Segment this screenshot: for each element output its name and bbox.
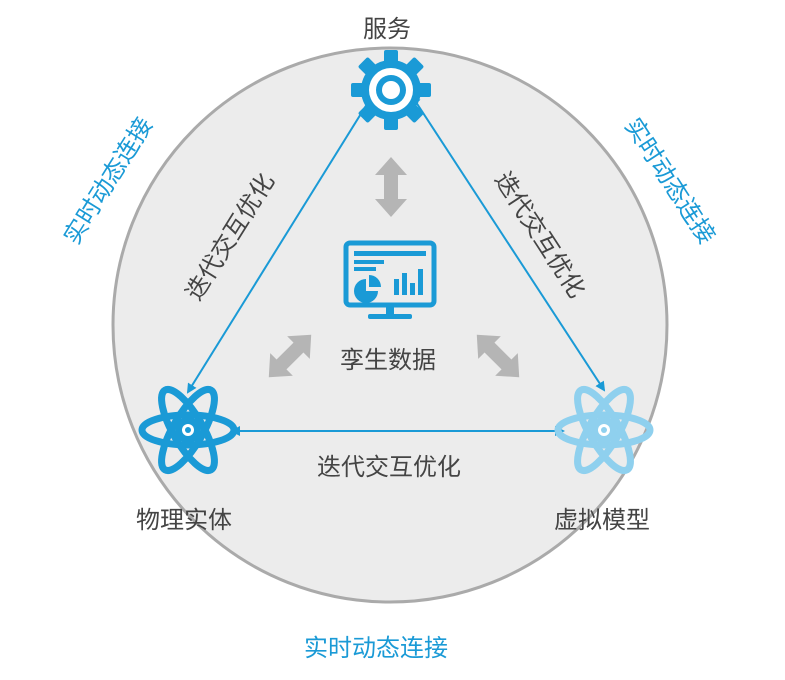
edge-bottom-label: 迭代交互优化 <box>317 453 461 481</box>
node-center-label: 孪生数据 <box>340 346 436 374</box>
connection-bottom-label: 实时动态连接 <box>304 634 448 662</box>
edge-right-arrow <box>410 94 606 392</box>
node-top-label: 服务 <box>363 15 411 43</box>
gray-double-arrow-left <box>268 334 312 378</box>
gray-double-arrow-top <box>375 157 407 217</box>
node-left-label: 物理实体 <box>136 506 232 534</box>
gray-double-arrow-right <box>476 334 520 378</box>
node-right-label: 虚拟模型 <box>554 506 650 534</box>
atom-icon-left <box>138 385 238 475</box>
edge-left-arrow <box>186 94 374 394</box>
monitor-chart-icon <box>343 240 437 319</box>
gear-icon <box>351 50 431 130</box>
atom-icon-right <box>554 385 654 475</box>
